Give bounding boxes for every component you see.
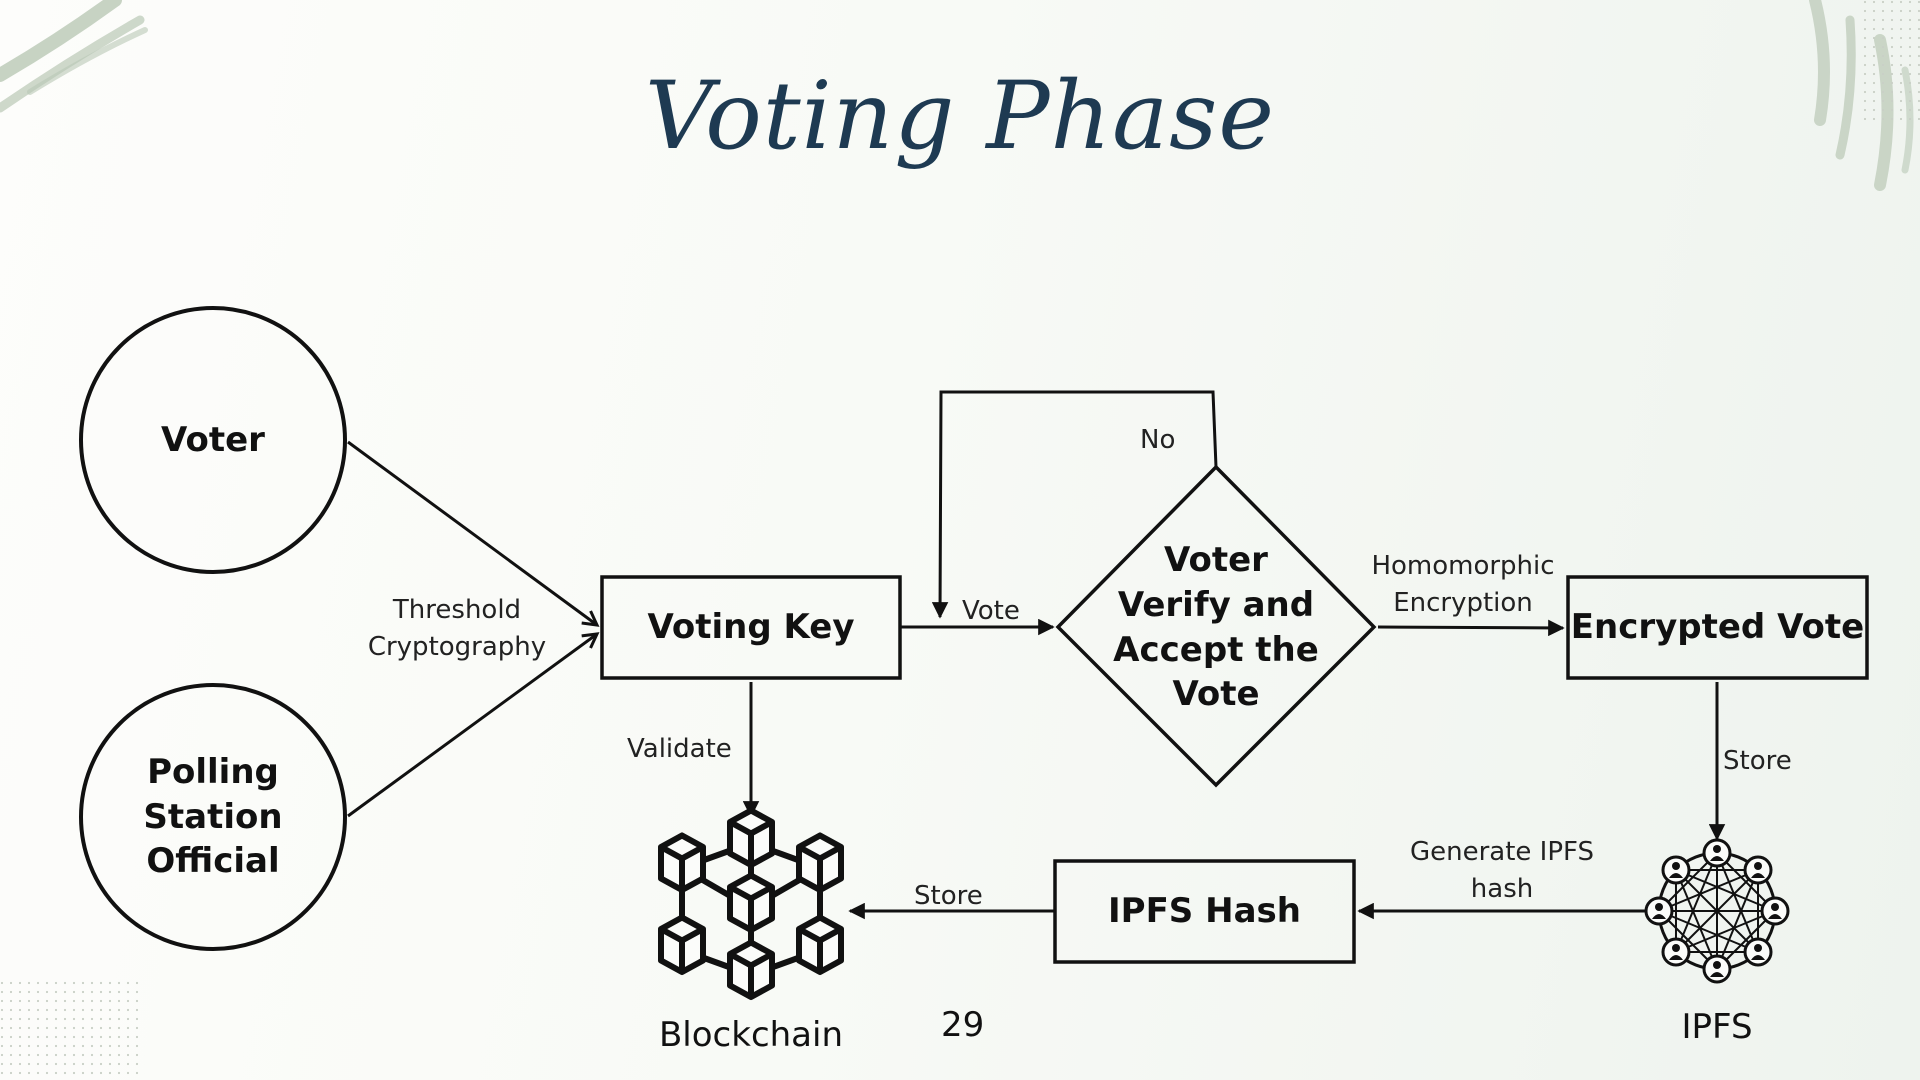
person-head (1754, 861, 1763, 870)
voter-node-shape (79, 306, 347, 574)
person-body (1751, 955, 1766, 961)
encrypted-vote-node: Encrypted Vote (1570, 607, 1865, 648)
person-body (1668, 872, 1683, 878)
person-head (1713, 845, 1721, 853)
ipfs-caption: IPFS (1681, 1007, 1753, 1047)
official-node-shape (79, 683, 347, 951)
decision-diamond (1055, 464, 1377, 788)
edge-label-no: No (1140, 425, 1176, 455)
edge-decision-to-encrypted (1377, 619, 1565, 637)
person-head (1671, 861, 1680, 870)
person-body (1710, 856, 1724, 861)
edge-official-to-key (347, 634, 597, 818)
edge-label-vote: Vote (962, 596, 1020, 626)
person-head (1671, 944, 1680, 953)
ipfs-hash-node: IPFS Hash (1108, 891, 1301, 932)
network-people-icon (1644, 838, 1790, 984)
edge-label-store-ipfs: Store (1723, 746, 1792, 776)
slide-title: Voting Phase (645, 62, 1275, 171)
person-body (1751, 872, 1766, 878)
decision-node: Voter Verify and Accept the Vote (1113, 539, 1319, 715)
edge-voter-to-key (347, 440, 597, 625)
dot-pattern-bottom-left (0, 980, 145, 1080)
edge-no-loop (931, 390, 1218, 619)
voting-key-node: Voting Key (647, 607, 855, 648)
person-head (1771, 903, 1779, 911)
edge-label-threshold: Threshold Cryptography (367, 595, 547, 662)
person-body (1668, 955, 1683, 961)
encrypted-vote-box (1566, 575, 1869, 680)
edge-label-generate-hash: Generate IPFS hash (1409, 837, 1595, 904)
person-body (1768, 914, 1782, 919)
network-link (1675, 869, 1718, 970)
network-link (1675, 869, 1776, 912)
person-body (1710, 972, 1724, 977)
edge-label-store-chain: Store (914, 881, 983, 911)
page-number: 29 (941, 1005, 985, 1045)
dot-pattern-top-right (1860, 0, 1920, 120)
person-head (1655, 903, 1663, 911)
voter-node: Voter (161, 419, 265, 460)
person-head (1713, 961, 1721, 969)
person-body (1652, 914, 1666, 919)
official-node: Polling Station Official (143, 751, 283, 882)
network-link (1675, 869, 1759, 953)
blockchain-cubes-icon (658, 807, 844, 1001)
edge-label-validate: Validate (627, 734, 732, 764)
edge-label-homomorphic: Homomorphic Encryption (1371, 551, 1555, 618)
person-head (1754, 944, 1763, 953)
brush-decoration-top-left (0, 0, 148, 113)
blockchain-caption: Blockchain (658, 1015, 844, 1055)
